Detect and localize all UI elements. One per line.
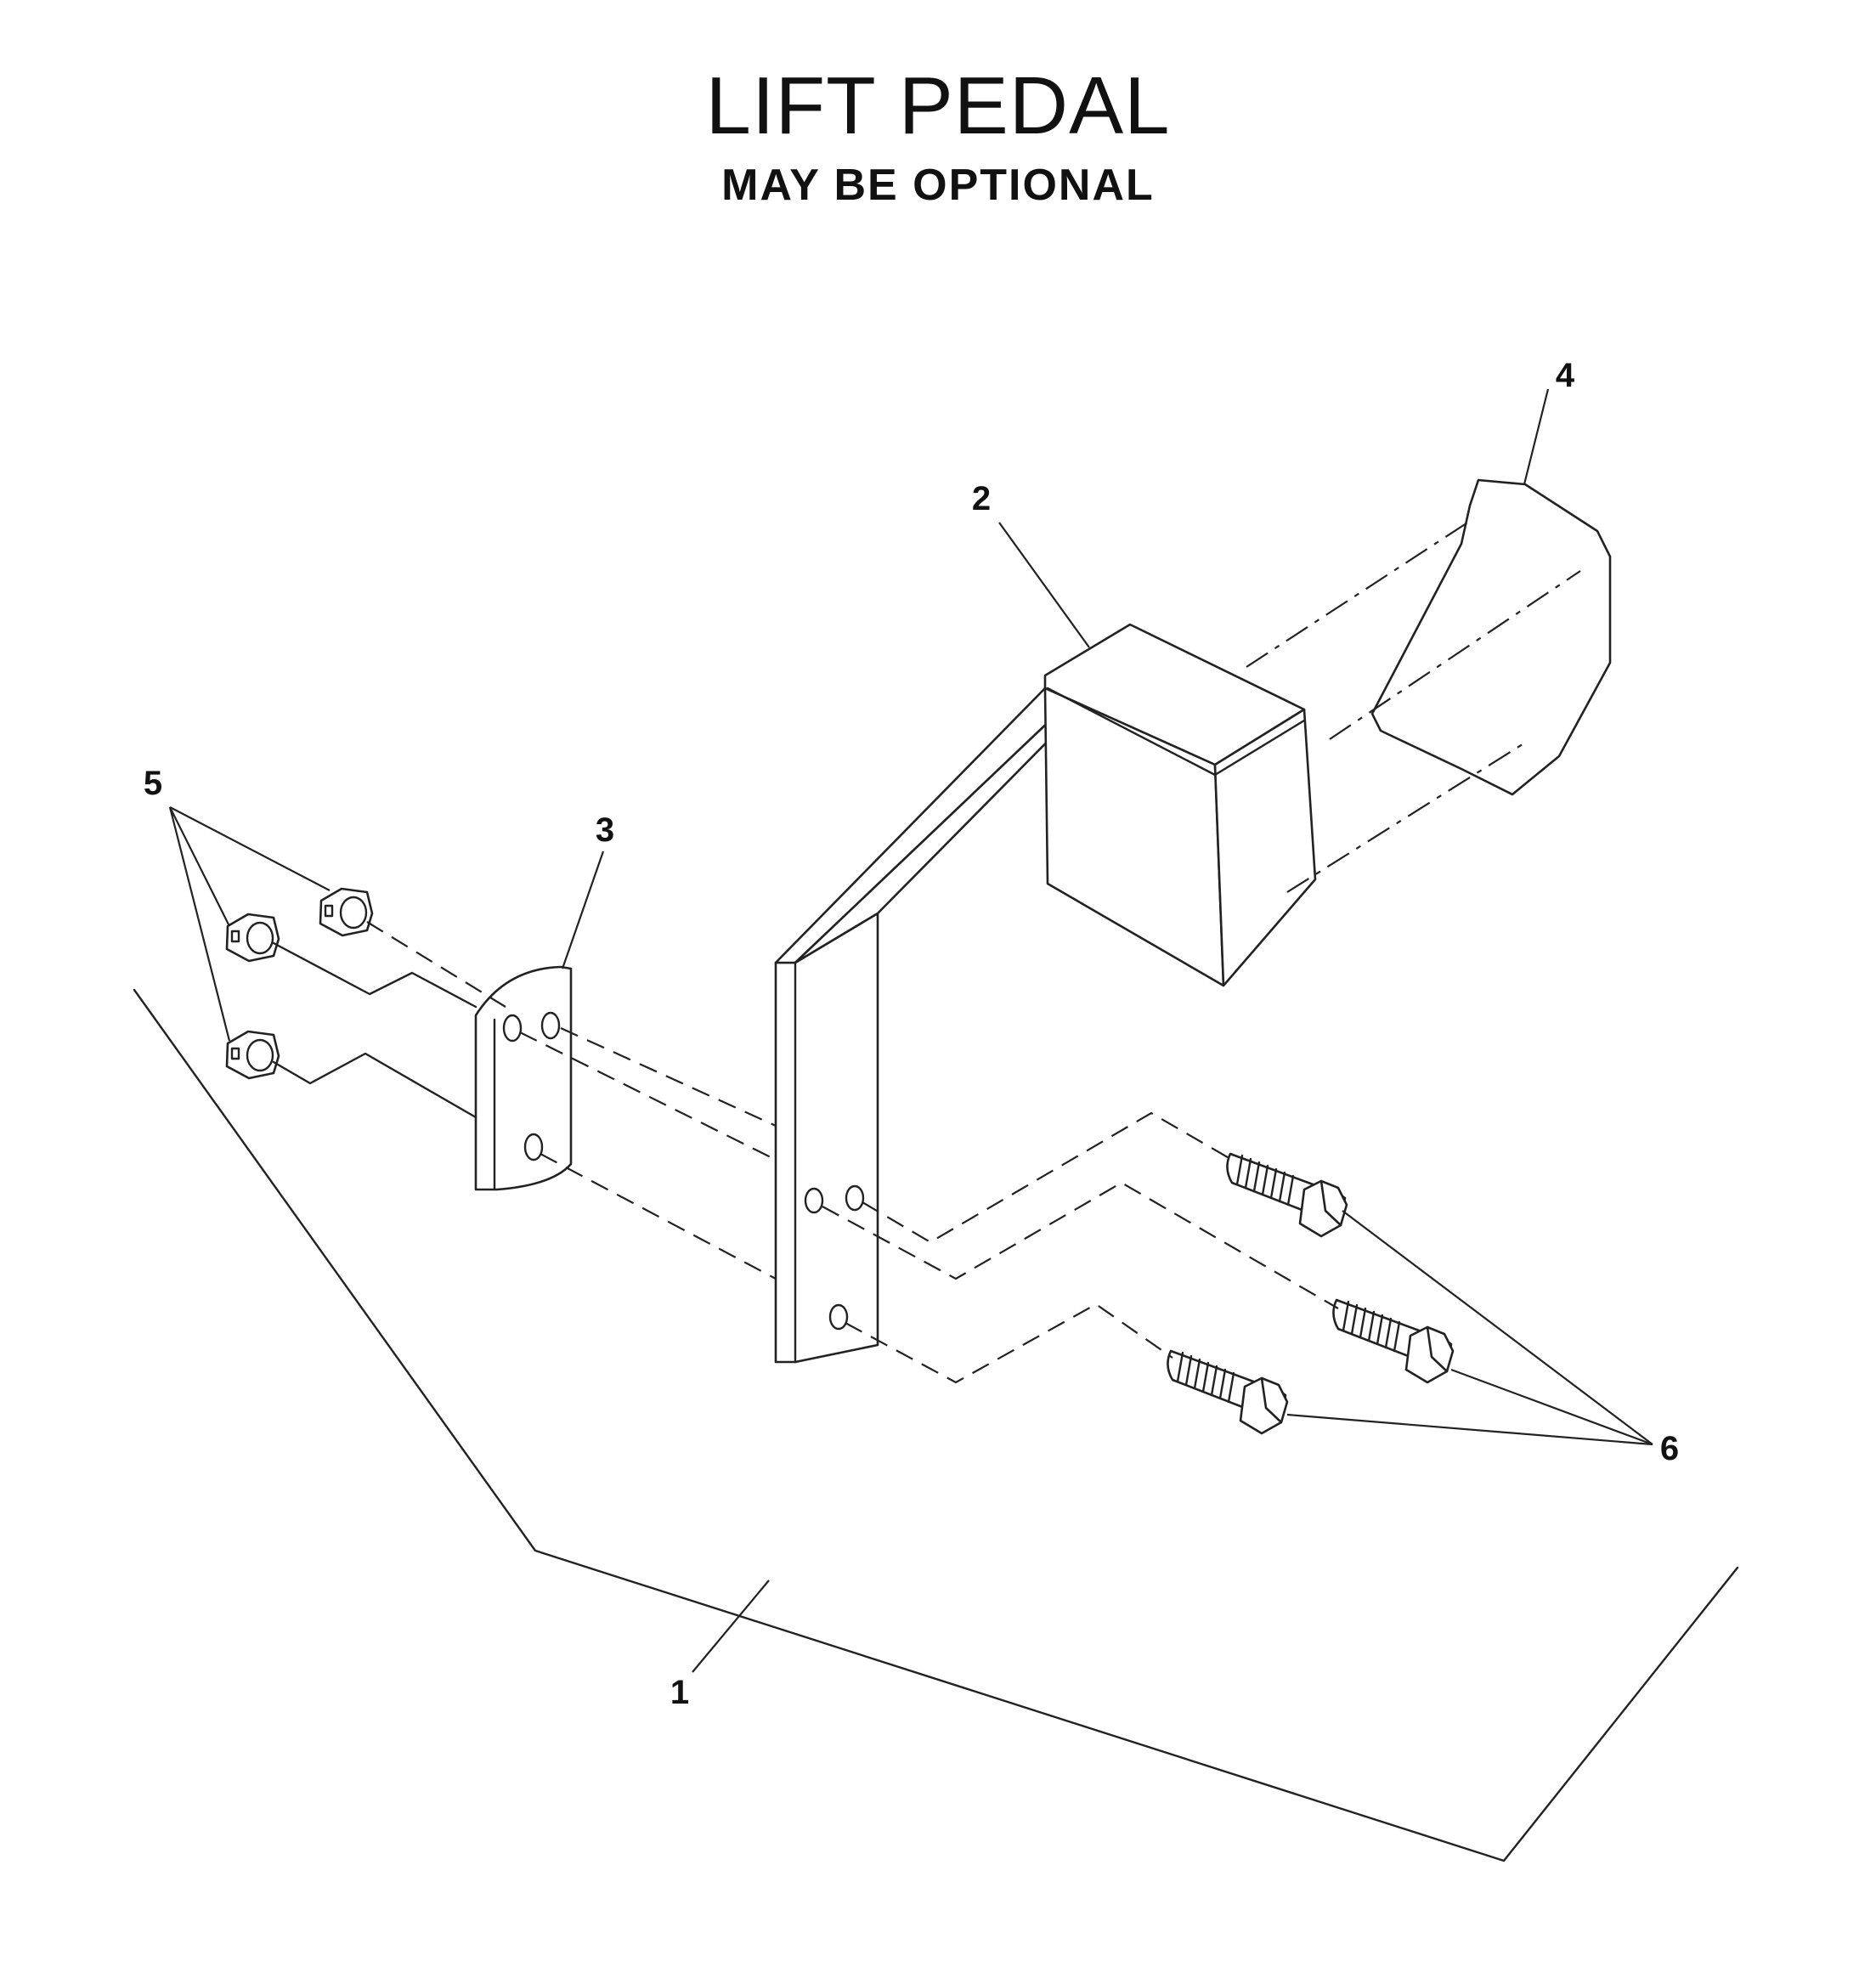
assembly-lines <box>272 921 1339 1384</box>
callout-6: 6 <box>1660 1430 1679 1467</box>
callout-4: 4 <box>1556 357 1575 394</box>
part-6-bolt-top <box>1226 1152 1348 1238</box>
projection-lines-pad-to-cover <box>1246 517 1581 893</box>
part-2-pedal-pad <box>1043 623 1317 987</box>
part-5-hex-nut-middle <box>225 913 280 963</box>
callout-3: 3 <box>596 811 614 849</box>
callout-5: 5 <box>144 765 162 802</box>
diagram-subtitle: MAY BE OPTIONAL <box>721 161 1155 210</box>
part-5-hex-nut-top <box>319 887 374 937</box>
part-2-pedal-arm <box>774 687 1081 1364</box>
callout-2: 2 <box>972 480 991 517</box>
part-5-hex-nut-bottom <box>225 1030 280 1080</box>
diagram-title: LIFT PEDAL <box>705 60 1171 151</box>
part-1-assembly-outline <box>133 988 1739 1862</box>
part-3-backing-plate <box>474 965 573 1191</box>
part-6-bolt-bottom <box>1167 1349 1289 1435</box>
leader-lines <box>168 388 1653 1673</box>
callout-1: 1 <box>670 1674 689 1711</box>
part-4-pedal-cover <box>1370 478 1612 796</box>
callout-labels: 1 2 3 4 5 6 <box>144 357 1679 1711</box>
part-6-bolt-middle <box>1332 1298 1455 1384</box>
